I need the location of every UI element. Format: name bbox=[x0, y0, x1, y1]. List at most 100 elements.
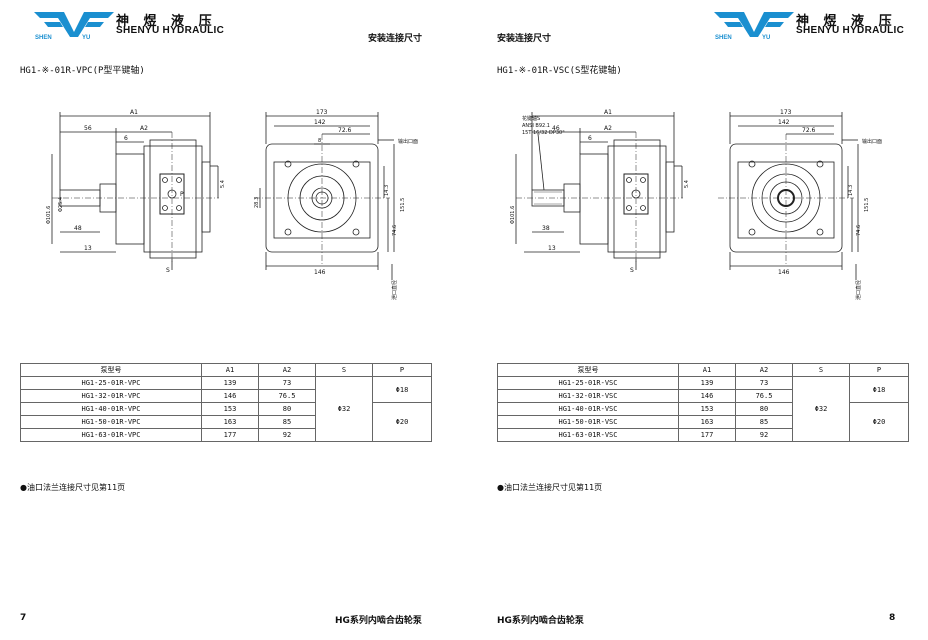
cell-p: Φ18 bbox=[849, 376, 909, 403]
cell-a1: 146 bbox=[201, 389, 259, 403]
series-footer: HG系列内啮合齿轮泵 bbox=[335, 616, 422, 626]
cell-p: Φ20 bbox=[849, 402, 909, 442]
cell-a1: 177 bbox=[678, 428, 736, 442]
dim-74-6: 74.6 bbox=[856, 225, 862, 236]
cell-a2: 73 bbox=[258, 376, 316, 390]
table-header-row: 泵型号 A1 A2 S P bbox=[20, 363, 432, 377]
cell-a1: 139 bbox=[201, 376, 259, 390]
dim-5-4: 5.4 bbox=[220, 180, 226, 188]
cell-a1: 163 bbox=[678, 415, 736, 429]
cell-a2: 76.5 bbox=[258, 389, 316, 403]
front-flange bbox=[115, 153, 145, 245]
page-number: 8 bbox=[889, 613, 896, 623]
table-row: HG1-32-01R-VPC 146 76.5 bbox=[20, 389, 432, 403]
cell-a1: 139 bbox=[678, 376, 736, 390]
flange-note: ●油口法兰连接尺寸见第11页 bbox=[497, 483, 603, 492]
cell-a2: 73 bbox=[735, 376, 793, 390]
cell-a2: 80 bbox=[258, 402, 316, 416]
brand-name-en: SHENYU HYDRAULIC bbox=[116, 25, 225, 36]
page-number: 7 bbox=[20, 613, 27, 623]
installation-drawing: A1 56 A2 6 48 13 P S 5.4 Φ101.6 Φ25.4 17… bbox=[46, 109, 418, 300]
dim-a1: A1 bbox=[130, 109, 138, 116]
cell-a1: 146 bbox=[678, 389, 736, 403]
model-title: HG1-※-01R-VSC(S型花键轴) bbox=[497, 66, 622, 76]
table-row: HG1-40-01R-VSC 153 80 Φ20 bbox=[497, 402, 909, 442]
dim-74-6: 74.6 bbox=[392, 225, 398, 236]
dim-28-3: 28.3 bbox=[254, 197, 260, 208]
cell-p: Φ18 bbox=[372, 376, 432, 403]
dim-46: 46 bbox=[552, 125, 560, 132]
wings-logo-icon bbox=[714, 12, 794, 37]
cell-a2: 92 bbox=[258, 428, 316, 442]
spline-standard: ANSI B92.1 bbox=[522, 123, 550, 129]
cell-model: HG1-50-01R-VPC bbox=[20, 415, 202, 429]
dim-14-3: 14.3 bbox=[384, 185, 390, 196]
wings-logo-icon bbox=[34, 12, 114, 37]
dim-phi101-6: Φ101.6 bbox=[46, 206, 52, 224]
cell-a2: 92 bbox=[735, 428, 793, 442]
cell-a2: 80 bbox=[735, 402, 793, 416]
col-a2: A2 bbox=[735, 363, 793, 377]
table-row: HG1-63-01R-VPC 177 92 bbox=[20, 428, 432, 442]
outlet-label: 输出口面 bbox=[862, 138, 882, 145]
cell-a1: 177 bbox=[201, 428, 259, 442]
table-row: HG1-50-01R-VPC 163 85 bbox=[20, 415, 432, 429]
spline-shaft bbox=[531, 189, 565, 207]
spec-table: 泵型号 A1 A2 S P HG1-25-01R-VSC 139 73 Φ32 … bbox=[497, 363, 909, 442]
drain-label: 泄口直径 bbox=[391, 280, 398, 300]
col-a1: A1 bbox=[201, 363, 259, 377]
section-title: 安装连接尺寸 bbox=[368, 34, 423, 44]
col-s: S bbox=[792, 363, 850, 377]
dim-72-6: 72.6 bbox=[338, 127, 352, 134]
dim-48: 48 bbox=[74, 225, 82, 232]
logo-left-word: SHEN bbox=[35, 35, 52, 41]
dim-38: 38 bbox=[542, 225, 550, 232]
table-header-row: 泵型号 A1 A2 S P bbox=[497, 363, 909, 377]
series-footer: HG系列内啮合齿轮泵 bbox=[497, 616, 584, 626]
cell-model: HG1-25-01R-VSC bbox=[497, 376, 679, 390]
cell-model: HG1-63-01R-VPC bbox=[20, 428, 202, 442]
front-flange bbox=[579, 153, 609, 245]
dim-6: 6 bbox=[124, 135, 128, 142]
cell-a1: 153 bbox=[678, 402, 736, 416]
table-row: HG1-63-01R-VSC 177 92 bbox=[497, 428, 909, 442]
cell-a2: 85 bbox=[735, 415, 793, 429]
col-model: 泵型号 bbox=[20, 363, 202, 377]
cell-s: Φ32 bbox=[315, 376, 373, 442]
logo-left-word: SHEN bbox=[715, 35, 732, 41]
cell-model: HG1-40-01R-VPC bbox=[20, 402, 202, 416]
dim-146: 146 bbox=[778, 269, 790, 276]
flange-note: ●油口法兰连接尺寸见第11页 bbox=[20, 483, 126, 492]
page-left: SHEN YU 神 煜 液 压 SHENYU HYDRAULIC 安装连接尺寸 … bbox=[20, 12, 432, 626]
cell-a2: 85 bbox=[258, 415, 316, 429]
dim-8: 8 bbox=[318, 138, 321, 144]
dim-a1: A1 bbox=[604, 109, 612, 116]
dim-151-5: 151.5 bbox=[400, 198, 406, 212]
logo-right-word: YU bbox=[762, 35, 771, 41]
section-title: 安装连接尺寸 bbox=[497, 34, 552, 44]
dim-6: 6 bbox=[588, 135, 592, 142]
dim-5-4: 5.4 bbox=[684, 180, 690, 188]
spline-label: 花键轴S bbox=[522, 115, 540, 122]
page-right: SHEN YU 神 煜 液 压 SHENYU HYDRAULIC 安装连接尺寸 … bbox=[464, 0, 928, 640]
label-s: S bbox=[630, 267, 634, 274]
col-p: P bbox=[372, 363, 432, 377]
dim-151-5: 151.5 bbox=[864, 198, 870, 212]
dim-173: 173 bbox=[780, 109, 792, 116]
dim-phi25-4: Φ25.4 bbox=[58, 197, 64, 212]
outlet-label: 输出口面 bbox=[398, 138, 418, 145]
dim-phi101-6: Φ101.6 bbox=[510, 206, 516, 224]
col-s: S bbox=[315, 363, 373, 377]
col-a1: A1 bbox=[678, 363, 736, 377]
dim-142: 142 bbox=[778, 119, 790, 126]
logo-right-word: YU bbox=[82, 35, 91, 41]
cell-model: HG1-40-01R-VSC bbox=[497, 402, 679, 416]
cell-model: HG1-32-01R-VPC bbox=[20, 389, 202, 403]
table-row: HG1-25-01R-VPC 139 73 Φ32 Φ18 bbox=[20, 376, 432, 442]
table-row: HG1-25-01R-VSC 139 73 Φ32 Φ18 bbox=[497, 376, 909, 442]
col-p: P bbox=[849, 363, 909, 377]
brand-name-cn: 神 煜 液 压 bbox=[796, 14, 897, 29]
brand-name-en: SHENYU HYDRAULIC bbox=[796, 25, 905, 36]
dim-56: 56 bbox=[84, 125, 92, 132]
table-row: HG1-50-01R-VSC 163 85 bbox=[497, 415, 909, 429]
